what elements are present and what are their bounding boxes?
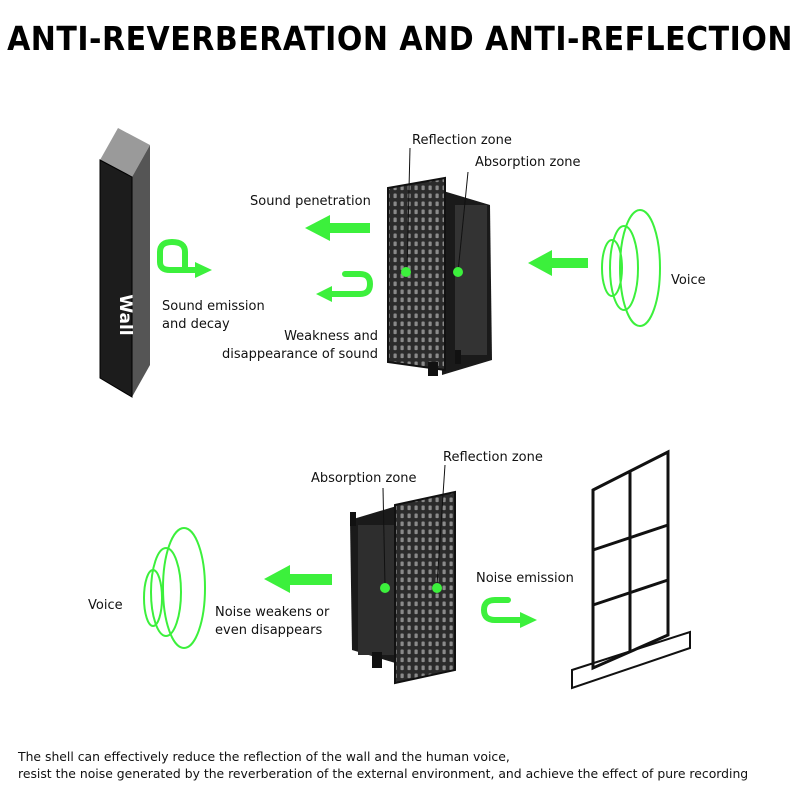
voice-wave-icon xyxy=(601,209,661,327)
leader-line xyxy=(436,464,446,586)
left-arrow-icon xyxy=(264,565,332,593)
reflection-zone-label-bottom: Reflection zone xyxy=(443,450,543,465)
wall-label: Wall xyxy=(115,294,135,336)
u-turn-left-arrow-icon xyxy=(316,271,374,302)
leader-line xyxy=(457,171,469,273)
zone-dot xyxy=(380,583,390,593)
noise-weakens-label: Noise weakens or even disappears xyxy=(215,605,330,638)
voice-label-top: Voice xyxy=(671,273,706,288)
voice-wave-icon xyxy=(143,527,206,649)
page-title: ANTI-REVERBERATION AND ANTI-REFLECTION xyxy=(7,20,793,59)
u-turn-arrow-icon xyxy=(157,238,212,278)
reflection-zone-label-top: Reflection zone xyxy=(412,133,512,148)
window-icon xyxy=(571,449,691,690)
footer-line-1: The shell can effectively reduce the ref… xyxy=(18,749,510,764)
zone-dot xyxy=(401,267,411,277)
absorption-zone-label-bottom: Absorption zone xyxy=(311,471,417,486)
wall-block xyxy=(99,128,150,398)
voice-label-bottom: Voice xyxy=(88,598,123,613)
u-turn-arrow-icon xyxy=(480,597,537,628)
left-arrow-icon xyxy=(305,215,370,241)
leader-line xyxy=(382,487,386,586)
footer-line-2: resist the noise generated by the reverb… xyxy=(18,766,749,781)
sound-emission-label: Sound emission and decay xyxy=(162,299,265,332)
weakness-label: Weakness and disappearance of sound xyxy=(222,329,379,362)
acoustic-panel-top xyxy=(387,176,492,376)
leader-line xyxy=(406,147,411,273)
absorption-zone-label-top: Absorption zone xyxy=(475,155,581,170)
zone-dot xyxy=(432,583,442,593)
zone-dot xyxy=(453,267,463,277)
sound-penetration-label: Sound penetration xyxy=(250,194,371,209)
noise-emission-label: Noise emission xyxy=(476,571,574,586)
footer-caption: The shell can effectively reduce the ref… xyxy=(18,748,798,782)
left-arrow-icon xyxy=(528,250,588,276)
